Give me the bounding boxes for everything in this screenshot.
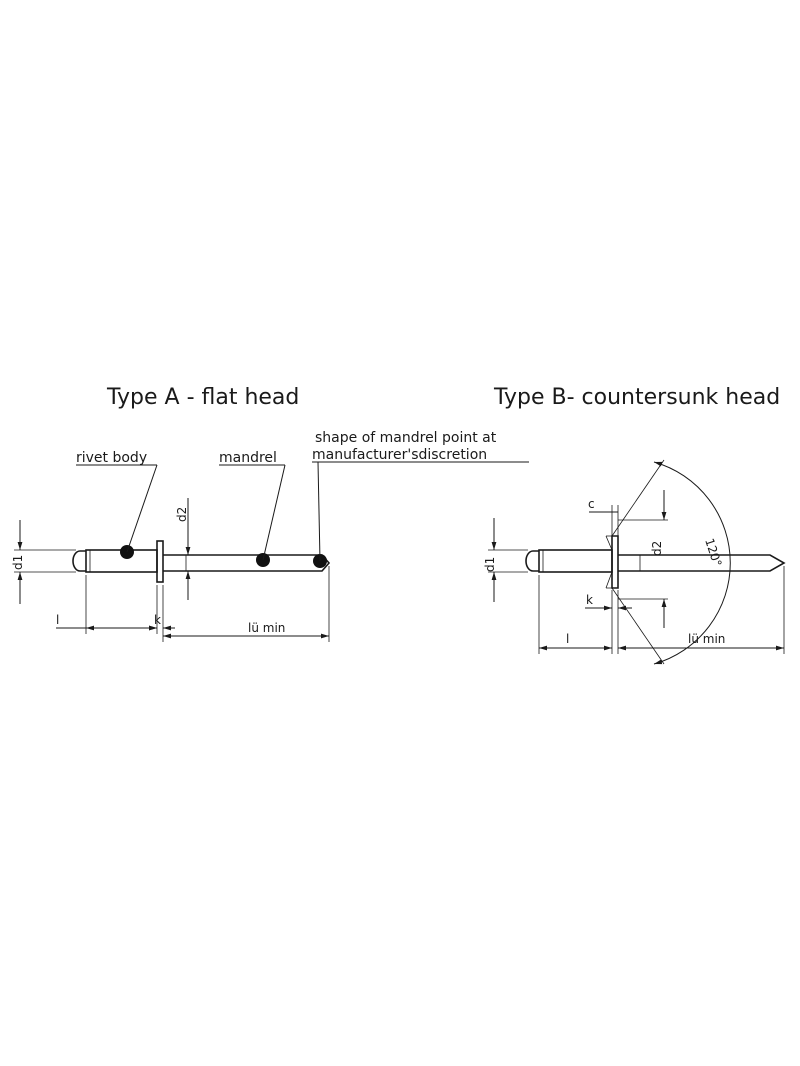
type-b-d1-label: d1 — [483, 557, 497, 572]
type-b-lu-min-label: lü min — [688, 632, 725, 646]
type-b-rivet-sleeve — [538, 549, 613, 573]
type-b-angle-arc — [653, 461, 731, 665]
type-b-dome-head — [525, 550, 539, 572]
type-a-mandrel-label: mandrel — [219, 450, 277, 466]
type-b-mandrel-shaft — [618, 554, 786, 572]
type-a-dome-head — [72, 550, 86, 572]
type-b-title: Type B- countersunk head — [493, 385, 780, 410]
type-a-rivet-body-label: rivet body — [76, 450, 147, 466]
type-a-point-label-1: shape of mandrel point at — [315, 430, 497, 446]
type-a-d2-label: d2 — [175, 507, 189, 522]
type-a-lu-min-label: lü min — [248, 621, 285, 635]
type-b-l-label: l — [566, 632, 569, 646]
type-b-c-label: c — [588, 497, 595, 511]
type-b-diagram: Type B- countersunk head d1 d2 c k — [483, 385, 786, 665]
type-a-mandrel-shaft — [163, 554, 331, 572]
type-a-title: Type A - flat head — [106, 385, 299, 410]
type-b-angle-label: 120° — [702, 537, 724, 569]
type-b-k-label: k — [586, 593, 593, 607]
type-a-point-label-2: manufacturer'sdiscretion — [312, 447, 487, 463]
type-a-k-label: k — [154, 613, 161, 627]
type-b-countersunk-head — [611, 535, 619, 589]
type-a-d1-label: d1 — [11, 555, 25, 570]
type-a-l-label: l — [56, 613, 59, 627]
type-b-d2-label: d2 — [650, 541, 664, 556]
type-a-flat-flange — [156, 540, 164, 583]
type-a-diagram: Type A - flat head rivet body mandrel sh… — [11, 385, 529, 642]
